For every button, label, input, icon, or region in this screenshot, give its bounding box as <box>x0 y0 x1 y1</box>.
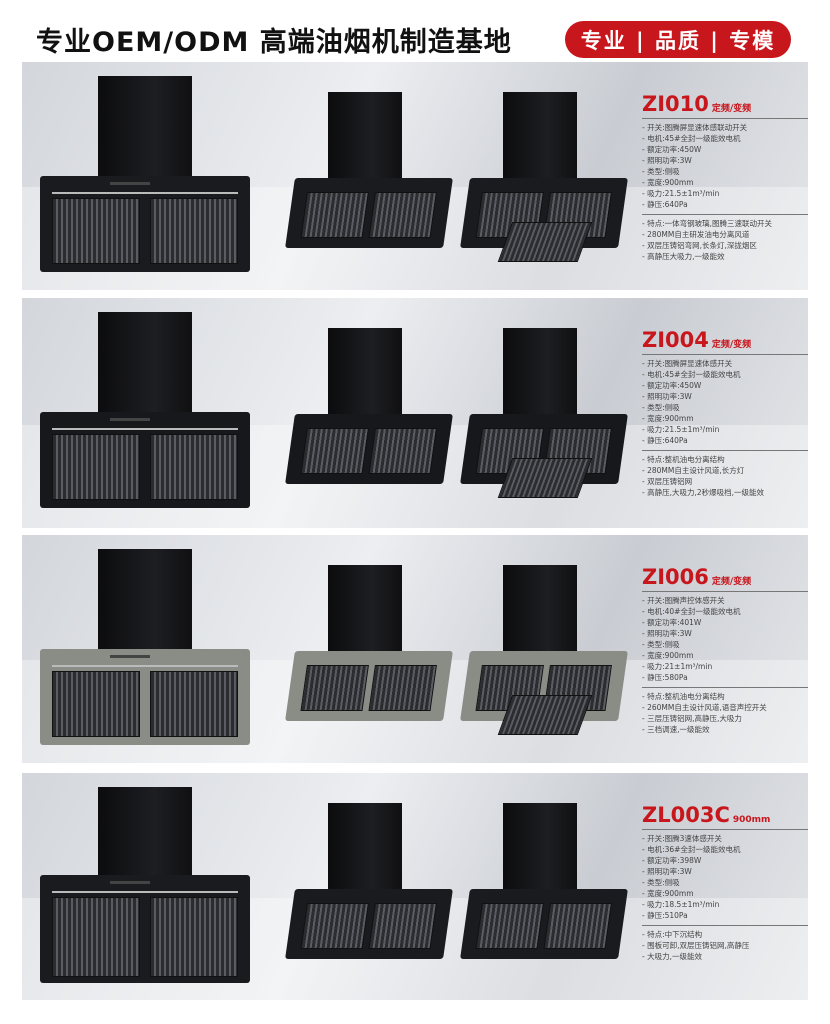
spec-line: - 静压:580Pa <box>642 673 688 682</box>
feature-line: - 高静压大吸力,一级能效 <box>642 252 725 261</box>
divider <box>642 591 808 592</box>
divider <box>642 354 808 355</box>
spec-line: - 宽度:900mm <box>642 889 694 898</box>
side-hood-image <box>460 803 628 983</box>
side-hood-image <box>460 565 628 745</box>
spec-line: - 宽度:900mm <box>642 178 694 187</box>
feature-line: - 双层压铸铝网 <box>642 477 693 486</box>
spec-line: - 照明功率:3W <box>642 392 692 401</box>
spec-line: - 静压:640Pa <box>642 436 688 445</box>
spec-line: - 开关:图腾屏显速体感开关 <box>642 359 733 368</box>
spec-line: - 吸力:21.5±1m³/min <box>642 425 720 434</box>
spec-line: - 吸力:18.5±1m³/min <box>642 900 720 909</box>
front-hood-image <box>40 549 250 749</box>
spec-line: - 类型:侧吸 <box>642 640 680 649</box>
feature-line: - 特点:整机油电分离结构 <box>642 455 725 464</box>
feature-line: - 特点:一体弯钢玻璃,图腾三速联动开关 <box>642 219 773 228</box>
divider <box>642 925 808 926</box>
feature-line: - 双层压铸铝弯网,长条灯,深拢烟区 <box>642 241 757 250</box>
model-tag: 定频/变频 <box>711 340 752 350</box>
feature-line: - 三层压铸铝网,高静压,大吸力 <box>642 714 742 723</box>
feature-line: - 280MM自主设计风道,长方灯 <box>642 466 745 475</box>
spec-line: - 吸力:21.5±1m³/min <box>642 189 720 198</box>
feature-line: - 大吸力,一级能效 <box>642 952 702 961</box>
front-hood-image <box>40 787 250 987</box>
spec-line: - 宽度:900mm <box>642 651 694 660</box>
spec-line: - 类型:侧吸 <box>642 167 680 176</box>
feature-line: - 特点:中下沉结构 <box>642 930 703 939</box>
spec-line: - 开关:图腾屏显速体感联动开关 <box>642 123 748 132</box>
spec-line: - 照明功率:3W <box>642 867 692 876</box>
spec-line: - 额定功率:398W <box>642 856 702 865</box>
spec-line: - 电机:40#全封一级能效电机 <box>642 607 741 616</box>
divider <box>642 214 808 215</box>
spec-line: - 开关:图腾3速体感开关 <box>642 834 722 843</box>
side-hood-image <box>285 92 453 272</box>
spec-line: - 类型:侧吸 <box>642 878 680 887</box>
feature-line: - 特点:整机油电分离结构 <box>642 692 725 701</box>
side-hood-image <box>285 565 453 745</box>
divider <box>642 829 808 830</box>
front-hood-image <box>40 312 250 512</box>
side-hood-image <box>460 92 628 272</box>
spec-line: - 额定功率:401W <box>642 618 702 627</box>
spec-line: - 宽度:900mm <box>642 414 694 423</box>
header: 专业OEM/ODM 高端油烟机制造基地 专业 | 品质 | 专模 <box>0 0 830 60</box>
side-hood-image <box>285 803 453 983</box>
side-hood-image <box>285 328 453 508</box>
divider <box>642 450 808 451</box>
front-hood-image <box>40 76 250 276</box>
model-tag: 定频/变频 <box>711 104 752 114</box>
spec-line: - 电机:45#全封一级能效电机 <box>642 370 741 379</box>
divider <box>642 118 808 119</box>
feature-line: - 围板可卸,双层压铸铝网,高静压 <box>642 941 750 950</box>
model-tag: 900mm <box>732 815 771 825</box>
page-title: 专业OEM/ODM 高端油烟机制造基地 <box>36 27 512 58</box>
model-tag: 定频/变频 <box>711 577 752 587</box>
divider <box>642 687 808 688</box>
feature-line: - 260MM自主设计风道,语音声控开关 <box>642 703 767 712</box>
spec-line: - 电机:36#全封一级能效电机 <box>642 845 741 854</box>
feature-line: - 三档调速,一级能效 <box>642 725 710 734</box>
slogan-badge: 专业 | 品质 | 专模 <box>565 21 791 58</box>
spec-line: - 吸力:21±1m³/min <box>642 662 713 671</box>
feature-line: - 高静压,大吸力,2秒爆吸档,一级能效 <box>642 488 765 497</box>
spec-line: - 照明功率:3W <box>642 629 692 638</box>
spec-line: - 静压:640Pa <box>642 200 688 209</box>
spec-line: - 类型:侧吸 <box>642 403 680 412</box>
side-hood-image <box>460 328 628 508</box>
spec-line: - 电机:45#全封一级能效电机 <box>642 134 741 143</box>
spec-line: - 静压:510Pa <box>642 911 688 920</box>
feature-line: - 280MM自主研发油电分离风道 <box>642 230 750 239</box>
spec-line: - 额定功率:450W <box>642 145 702 154</box>
spec-line: - 额定功率:450W <box>642 381 702 390</box>
spec-line: - 照明功率:3W <box>642 156 692 165</box>
spec-line: - 开关:图腾声控体感开关 <box>642 596 725 605</box>
